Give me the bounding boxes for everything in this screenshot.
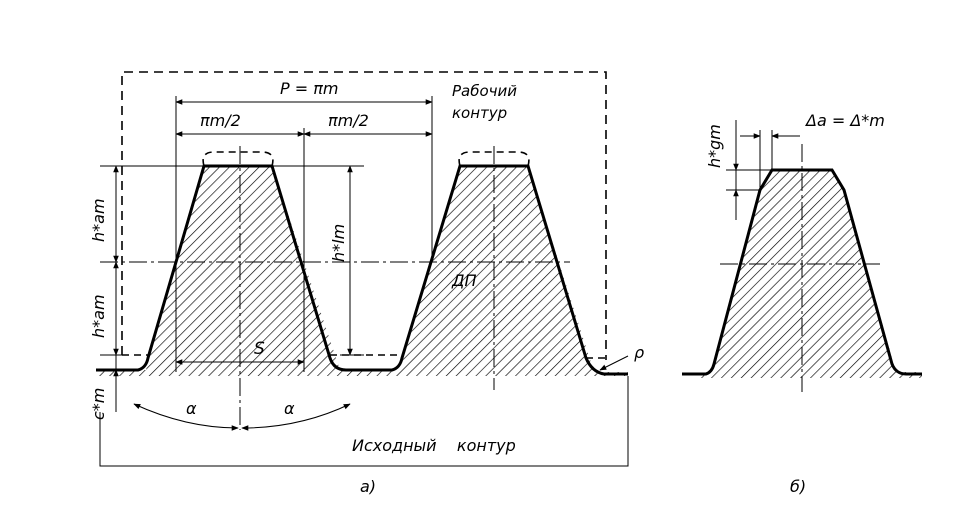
tooth-b-hatch (684, 170, 922, 392)
figure-a-label: а) (360, 477, 376, 496)
hatch-mask-b (680, 378, 930, 398)
figure-b: h*gm Δa = Δ*m б) (680, 111, 930, 496)
working-contour-label-2: контур (452, 104, 507, 122)
half-pitch-left-label: πm/2 (200, 111, 241, 130)
basic-contour-bracket (99, 376, 629, 467)
working-depth-label: h*lm (329, 224, 348, 262)
angle-arc-left (133, 403, 239, 431)
tooth-hatch-left (96, 166, 346, 410)
modification-depth-label: Δa = Δ*m (804, 111, 885, 130)
figure-b-label: б) (790, 477, 806, 496)
half-pitch-right-label: πm/2 (328, 111, 369, 130)
basic-contour-profile (96, 164, 628, 376)
pitch-label: P = πm (280, 79, 338, 98)
datum-line-label: ДП (451, 271, 477, 290)
tooth-hatch-right (340, 166, 628, 410)
thickness-label: S (254, 339, 265, 359)
working-tip-left (202, 151, 274, 167)
hatch-mask (96, 376, 636, 416)
tooth-b-profile (682, 168, 922, 376)
fillet-leader (599, 355, 629, 371)
modification-height-label: h*gm (705, 124, 724, 168)
angle-left-label: α (186, 399, 197, 418)
clearance-label: c*m (89, 388, 108, 420)
fillet-label: ρ (634, 343, 644, 362)
figure-a: P = πm πm/2 πm/2 Рабочий контур h*am h*a… (89, 71, 644, 496)
addendum-label: h*am (89, 198, 108, 242)
dedendum-label: h*am (89, 294, 108, 338)
angle-right-label: α (284, 399, 295, 418)
basic-contour-label: Исходный контур (352, 436, 516, 455)
working-contour-frame (121, 71, 607, 360)
working-contour-label-1: Рабочий (452, 82, 517, 100)
angle-arc-right (241, 403, 351, 431)
